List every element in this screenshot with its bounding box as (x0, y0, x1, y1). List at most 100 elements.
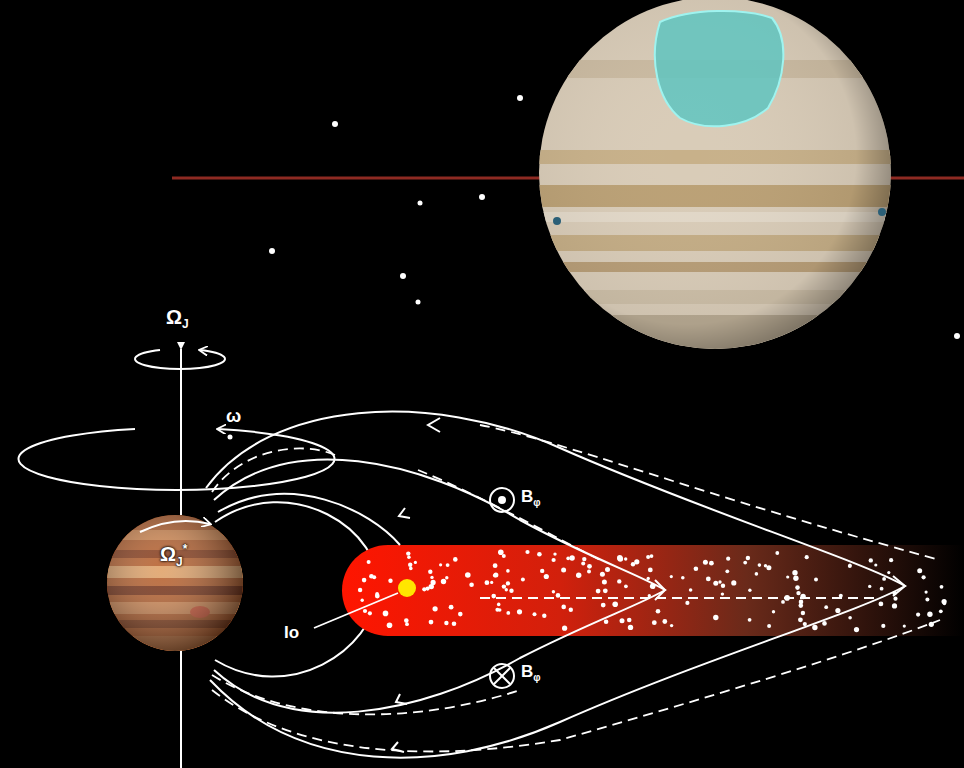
plasma-particle (927, 612, 932, 617)
plasma-particle (491, 594, 496, 599)
plasma-particle (646, 555, 650, 559)
symbol: Ω (160, 543, 176, 565)
plasma-particle (925, 591, 928, 594)
plasma-particle (358, 588, 362, 592)
plasma-particle (685, 601, 689, 605)
subscript: φ (533, 672, 540, 683)
plasma-particle (602, 579, 607, 584)
plasma-particle (917, 568, 922, 573)
plasma-particle (388, 579, 392, 583)
plasma-particle (517, 609, 522, 614)
plasma-particle (689, 588, 693, 592)
plasma-particle (854, 627, 859, 632)
plasma-particle (764, 564, 767, 567)
plasma-particle (561, 605, 566, 610)
plasma-particle (509, 589, 513, 593)
plasma-particle (617, 555, 623, 561)
plasma-particle (795, 585, 800, 590)
plasma-particle (681, 576, 685, 580)
plasma-particle (430, 576, 433, 579)
plasma-particle (552, 558, 556, 562)
plasma-particle (601, 603, 606, 608)
symbol: B (521, 487, 533, 506)
plasma-particle (798, 617, 803, 622)
plasma-particle (879, 602, 884, 607)
plasma-particle (824, 605, 828, 609)
plasma-particle (533, 612, 537, 616)
plasma-particle (922, 575, 926, 579)
plasma-particle (603, 588, 608, 593)
plasma-particle (903, 625, 906, 628)
plasma-particle (465, 572, 471, 578)
plasma-particle (506, 569, 510, 573)
rotation-ellipse (19, 429, 335, 490)
plasma-particle (404, 618, 409, 623)
plasma-particle (375, 594, 380, 599)
plasma-particle (363, 609, 367, 613)
plasma-particle (624, 584, 628, 588)
plasma-particle (414, 561, 417, 564)
plasma-particle (786, 575, 789, 578)
plasma-particle (713, 581, 718, 586)
plasma-particle (848, 616, 852, 620)
plasma-particle (758, 563, 762, 567)
plasma-particle (498, 550, 504, 556)
subscript: J (176, 555, 183, 569)
plasma-particle (748, 618, 752, 622)
plasma-particle (387, 623, 393, 629)
plasma-particle (874, 563, 877, 566)
plasma-particle (835, 608, 840, 613)
plasma-particle (605, 567, 610, 572)
plasma-particle (556, 593, 561, 598)
plasma-particle (566, 557, 570, 561)
plasma-particle (495, 608, 499, 612)
plasma-particle (469, 582, 474, 587)
symbol: B (521, 662, 533, 681)
plasma-particle (612, 602, 618, 608)
plasma-particle (576, 573, 581, 578)
plasma-particle (502, 554, 506, 558)
plasma-particle (796, 591, 800, 595)
io-footprint (553, 217, 561, 225)
plasma-particle (781, 600, 785, 604)
plasma-particle (940, 585, 944, 589)
plasma-particle (627, 618, 632, 623)
plasma-particle (521, 578, 525, 582)
symbol: Ω (166, 306, 182, 328)
plasma-particle (725, 569, 729, 573)
plasma-particle (721, 592, 724, 595)
plasma-particle (505, 588, 508, 591)
plasma-particle (882, 577, 886, 581)
plasma-particle (743, 561, 747, 565)
plasma-particle (916, 613, 920, 617)
plasma-particle (453, 557, 458, 562)
plasma-particle (801, 611, 805, 615)
plasma-particle (731, 580, 736, 585)
plasma-particle (490, 581, 493, 584)
plasma-particle (562, 626, 567, 631)
plasma-particle (525, 550, 529, 554)
plasma-particle (406, 551, 410, 555)
field-direction-symbols (490, 488, 514, 688)
plasma-particle (799, 603, 804, 608)
plasma-particle (368, 611, 372, 615)
plasma-particle (887, 571, 890, 574)
plasma-particle (444, 621, 448, 625)
io-footprint (878, 208, 886, 216)
plasma-particle (441, 579, 446, 584)
moon-label: Io (284, 624, 299, 643)
io-moon (398, 579, 416, 597)
plasma-particle (582, 557, 586, 561)
angular-velocity-label: ΩJ (166, 306, 189, 331)
plasma-particle (662, 619, 667, 624)
plasma-particle (452, 622, 457, 627)
field-arrows (655, 576, 905, 600)
plasma-particle (709, 561, 714, 566)
plasma-particle (553, 552, 556, 555)
plasma-particle (718, 580, 721, 583)
plasma-particle (648, 568, 653, 573)
plasma-particle (569, 608, 573, 612)
plasma-particle (670, 624, 673, 627)
rotation-arrow (140, 521, 210, 532)
